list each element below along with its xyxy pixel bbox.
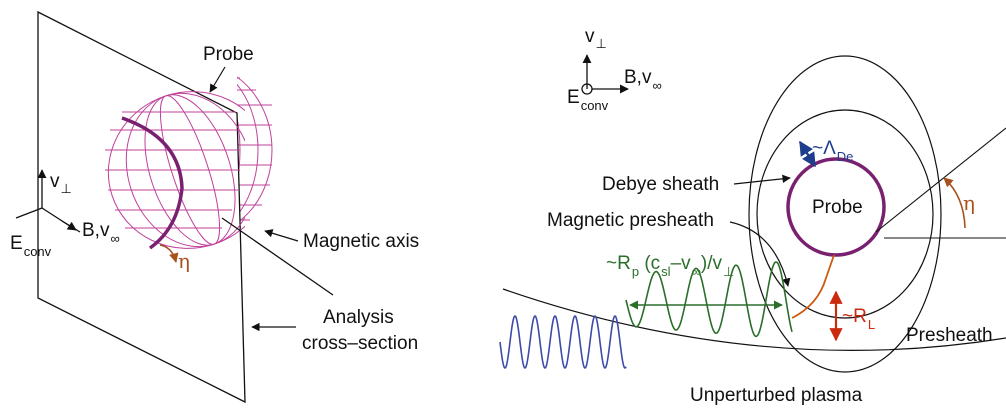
unperturbed-wave <box>499 315 627 369</box>
right-v-perp-label: v⊥ <box>585 26 607 51</box>
left-b-v-label: B,v∞ <box>82 220 120 246</box>
left-v-perp-label: v⊥ <box>50 171 72 196</box>
probe-label-right: Probe <box>812 197 863 218</box>
eta-arrow <box>159 244 179 263</box>
probe-sphere-mesh-front <box>100 89 245 252</box>
analysis-label-line1: Analysis <box>323 307 394 328</box>
debye-sheath-label: Debye sheath <box>602 174 719 195</box>
right-b-v-label: B,v∞ <box>624 67 662 93</box>
probe-label: Probe <box>203 44 254 65</box>
eta-label: η <box>178 249 190 273</box>
larmor-orbit-approach <box>791 254 835 319</box>
probe-cross-section-arc <box>121 116 184 250</box>
debye-length-arrow <box>798 140 817 168</box>
magnetic-axis-label-arrow <box>264 229 299 242</box>
eta-label-right: η <box>963 191 975 215</box>
left-panel: η Probe Magnetic axis Analysis cross–sec… <box>10 10 419 404</box>
rp-formula-label: ~Rp (csl–v∞)/v⊥ <box>606 253 734 279</box>
eta-arrow-right <box>943 177 966 229</box>
analysis-label-line2: cross–section <box>302 333 418 354</box>
unperturbed-plasma-label: Unperturbed plasma <box>690 385 863 406</box>
larmor-radius-label: ~RL <box>842 306 875 332</box>
probe-ring <box>786 157 886 257</box>
right-coordinate-axes <box>581 54 629 95</box>
probe-label-arrow <box>209 66 226 93</box>
presheath-label: Presheath <box>906 325 993 346</box>
magnetic-presheath-label: Magnetic presheath <box>547 210 714 231</box>
magnetic-axis-label: Magnetic axis <box>303 231 419 252</box>
left-coordinate-axes <box>15 169 81 233</box>
presheath-ellipse <box>748 55 942 373</box>
right-e-conv-label: Econv <box>567 87 609 113</box>
field-line-oblique <box>875 127 1006 233</box>
magnetic-presheath-ellipse <box>756 109 934 319</box>
magnetic-presheath-label-arrow <box>729 221 791 287</box>
right-panel: v⊥ B,v∞ Econv Probe η ~ΛDe Debye sheath … <box>499 26 1006 406</box>
presheath-wave <box>625 261 793 338</box>
debye-sheath-label-arrow <box>733 174 791 185</box>
unperturbed-boundary-curve <box>502 288 1006 351</box>
debye-length-label: ~ΛDe <box>812 138 853 164</box>
left-e-conv-label: Econv <box>10 233 52 259</box>
magnetic-axis-line <box>221 217 334 296</box>
